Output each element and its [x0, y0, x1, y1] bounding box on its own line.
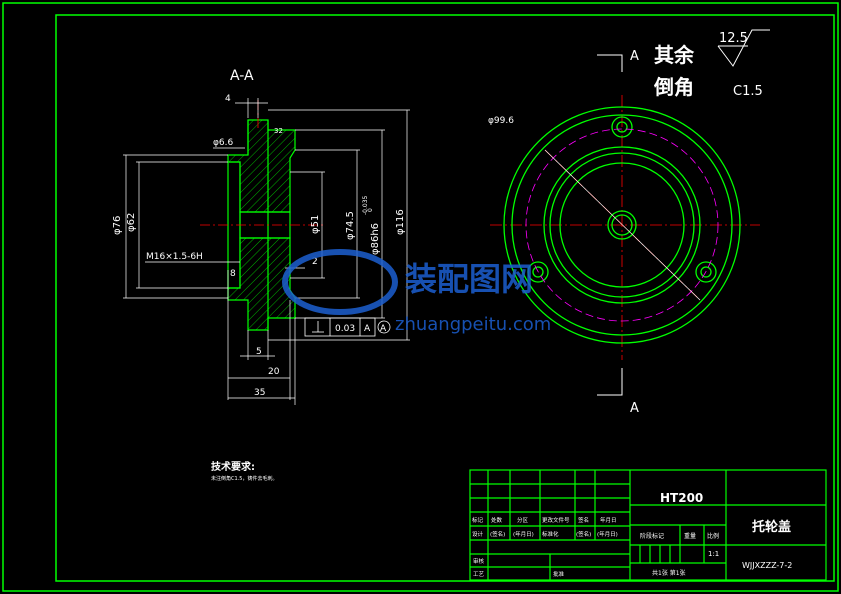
dim-phi-51: φ51	[310, 215, 321, 234]
gdt-datum: A	[364, 324, 371, 334]
dim-phi-6-6: φ6.6	[213, 138, 234, 148]
front-view: φ99.6 A A	[488, 49, 760, 416]
tb-row1-5: 年月日	[600, 516, 617, 524]
dim-5: 5	[256, 347, 262, 357]
section-mark-top: A	[630, 49, 639, 64]
watermark-logo-icon	[282, 249, 398, 315]
dim-20: 20	[268, 367, 280, 377]
tech-req-title: 技术要求:	[211, 460, 255, 473]
section-view: A-A	[112, 68, 410, 405]
tb-row1-4: 签名	[578, 516, 589, 524]
tech-req-line: 未注倒角C1.5，铸件去毛刺。	[211, 475, 277, 482]
drawing-number: WJJXZZZ-7-2	[742, 561, 792, 570]
gdt-value: 0.03	[335, 324, 355, 334]
tb-row2-4: (签名)	[576, 530, 591, 538]
datum-label: A	[380, 324, 387, 334]
tb-row3: 审核	[473, 557, 485, 565]
scale-label: 比例	[707, 532, 719, 540]
section-mark-bottom: A	[630, 401, 639, 416]
dim-4: 4	[225, 94, 231, 104]
tb-row4-1: 批准	[553, 570, 565, 578]
tb-row1-1: 处数	[491, 516, 503, 524]
watermark: 装配图网 zhuangpeitu.com	[282, 249, 551, 335]
sheet-info: 共1张 第1张	[652, 569, 686, 577]
dim-32: 32	[274, 127, 283, 135]
dim-phi-86-tol-upper: 0	[367, 208, 374, 212]
watermark-cn: 装配图网	[405, 260, 533, 298]
scale-value: 1:1	[708, 550, 719, 558]
section-dim-lines	[123, 98, 410, 405]
dim-phi-86h6: φ86h6	[370, 223, 381, 255]
weight-label: 重量	[684, 532, 696, 540]
tb-row2-0: 设计	[472, 530, 484, 538]
title-block: HT200 托轮盖 WJJXZZZ-7-2 1:1 共1张 第1张 阶段标记 重…	[469, 469, 827, 581]
other-label-2: 倒角	[653, 75, 694, 99]
section-marks	[597, 54, 623, 396]
dim-phi-99-6: φ99.6	[488, 116, 514, 126]
bolt-circle	[525, 128, 719, 322]
tb-row1-0: 标记	[472, 516, 484, 524]
dim-35: 35	[254, 388, 265, 398]
dim-8: 8	[230, 269, 236, 279]
roughness-icon	[717, 29, 770, 67]
chamfer-note: C1.5	[733, 84, 763, 99]
tb-row2-1: (签名)	[490, 530, 505, 538]
front-circles	[503, 106, 741, 344]
dim-phi-62: φ62	[126, 213, 137, 232]
watermark-url: zhuangpeitu.com	[395, 314, 551, 335]
roughness-value: 12.5	[719, 31, 748, 46]
dim-phi-74-5: φ74.5	[345, 211, 356, 240]
part-name: 托轮盖	[752, 519, 791, 535]
material: HT200	[660, 491, 703, 505]
other-label-1: 其余	[654, 43, 695, 67]
notes: 其余 倒角 12.5 C1.5 技术要求: 未注倒角C1.5，铸件去毛刺。	[211, 29, 770, 482]
tb-row2-2: (年月日)	[513, 530, 534, 538]
stage-label: 阶段标记	[640, 532, 664, 540]
tb-row1-3: 更改文件号	[542, 516, 570, 524]
diameter-leader	[544, 149, 701, 301]
dim-phi-116: φ116	[395, 209, 406, 235]
gdt-frame: 0.03 A A	[304, 317, 391, 337]
tb-row1-2: 分区	[517, 516, 529, 524]
section-title: A-A	[230, 68, 254, 84]
thread-callout: M16×1.5-6H	[146, 252, 203, 262]
section-outline	[227, 119, 296, 331]
tb-row2-5: (年月日)	[597, 530, 618, 538]
tb-row2-3: 标准化	[542, 530, 559, 538]
dim-phi-76: φ76	[112, 216, 123, 235]
dim-2: 2	[312, 257, 318, 267]
datum-symbol	[377, 320, 391, 334]
tb-row4-0: 工艺	[473, 571, 485, 578]
inner-frame	[55, 14, 835, 582]
dim-phi-86-tol-lower: -0.035	[362, 195, 369, 215]
